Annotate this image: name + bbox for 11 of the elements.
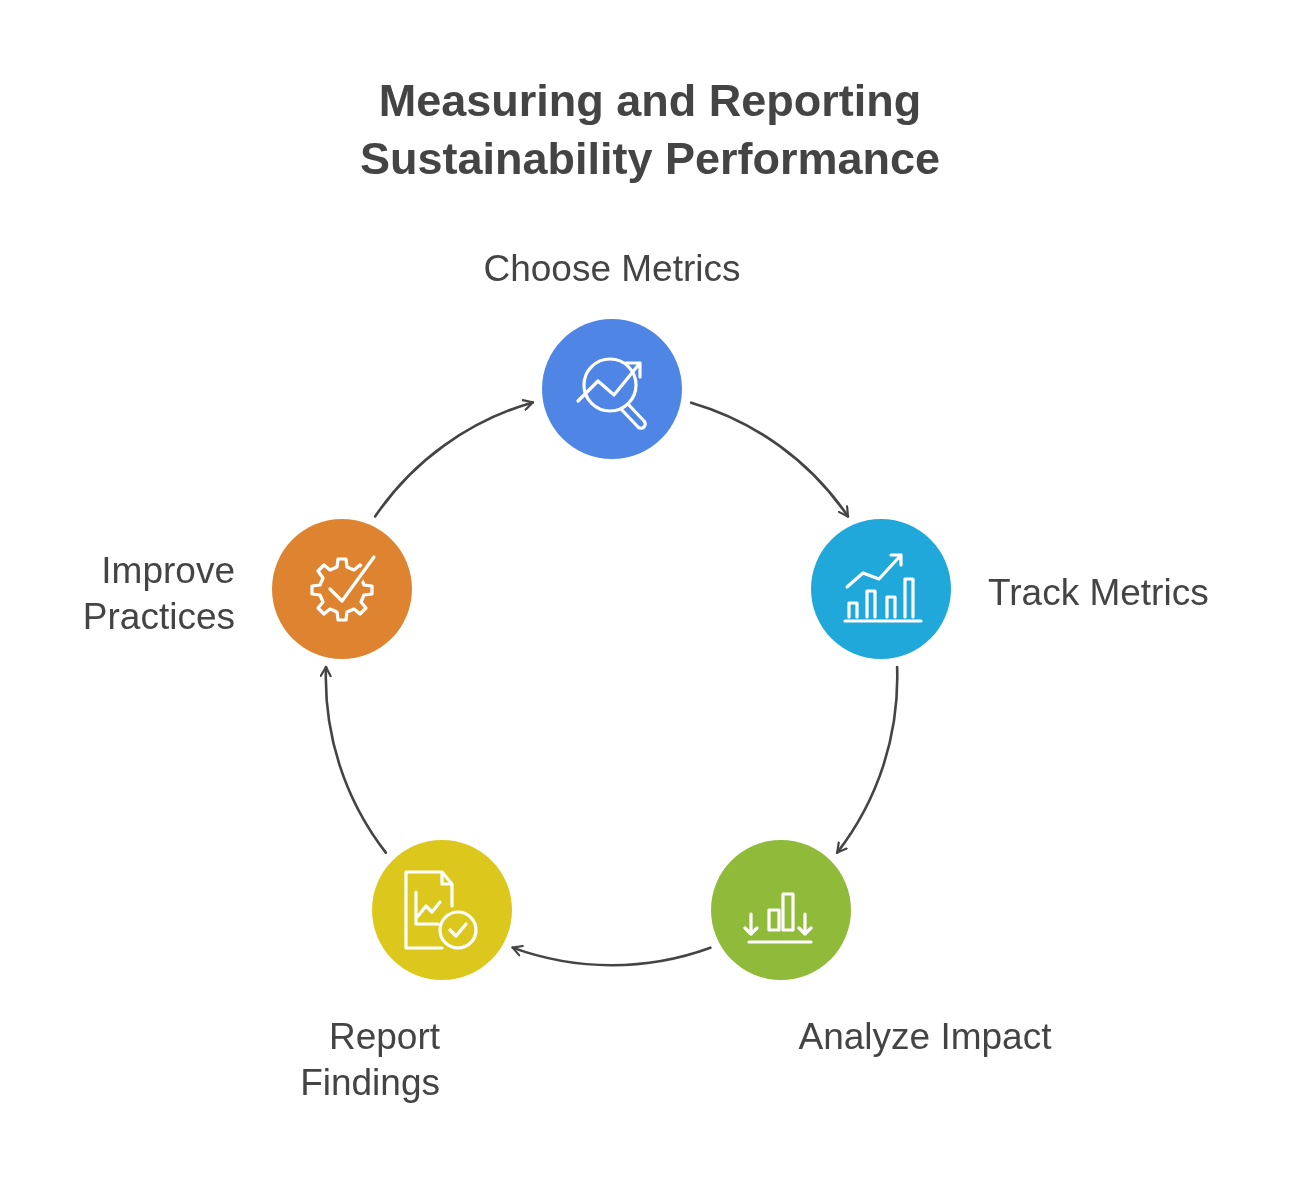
curved-arrow: [373, 399, 535, 518]
step-label: Report Findings: [299, 1015, 440, 1105]
step-label: Analyze Impact: [797, 1015, 1053, 1059]
curved-arrow: [835, 665, 899, 854]
curved-arrow: [511, 944, 712, 967]
step-label: Improve Practices: [81, 549, 235, 639]
step-label: Choose Metrics: [482, 247, 742, 291]
step-label: Track Metrics: [988, 571, 1210, 615]
title: Measuring and Reporting Sustainability Performance: [358, 74, 942, 186]
curved-arrow: [689, 401, 850, 518]
curved-arrow: [320, 665, 388, 854]
